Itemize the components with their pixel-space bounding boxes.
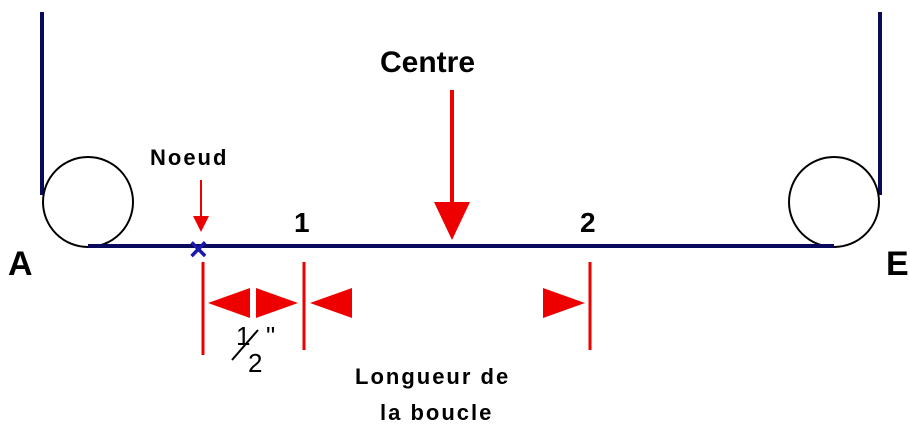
half-inch-fraction-bar	[231, 329, 259, 361]
centre-arrow-head	[434, 202, 470, 240]
knot-x-icon: ×	[189, 231, 208, 267]
loop-length-label-line1: Longueur de	[355, 364, 510, 389]
half-inch-denominator: 2	[248, 348, 262, 378]
half-inch-arrow-left	[208, 288, 250, 318]
loop-arrow-right	[543, 288, 585, 318]
centre-label: Centre	[380, 46, 475, 79]
knot-label: Noeud	[150, 145, 228, 170]
half-inch-unit: "	[266, 321, 275, 351]
end-label-a: A	[8, 245, 33, 283]
loop-arrow-left	[310, 288, 352, 318]
left-end-circle	[42, 156, 134, 248]
half-inch-arrow-right	[256, 288, 298, 318]
end-label-e: E	[886, 245, 909, 283]
knot-arrow-head	[193, 216, 209, 232]
mark-1-label: 1	[294, 207, 310, 238]
loop-length-label-line2: la boucle	[380, 400, 493, 425]
mark-2-label: 2	[580, 207, 596, 238]
right-end-circle	[788, 156, 880, 248]
